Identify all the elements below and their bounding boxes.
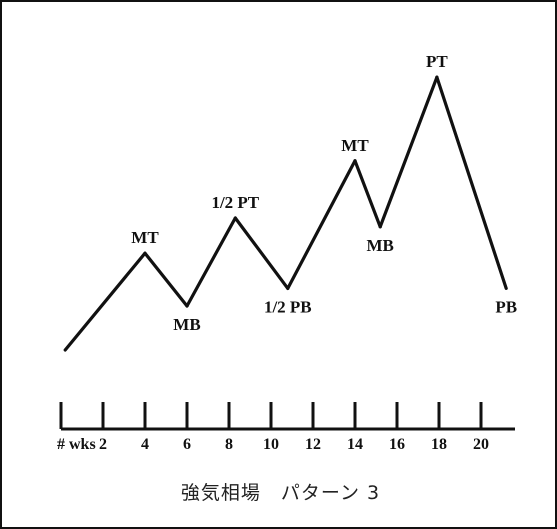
trough-label: 1/2 PB (264, 297, 312, 316)
trough-label: MB (367, 236, 394, 255)
x-tick-label: 4 (141, 436, 149, 453)
x-tick-label: 14 (347, 436, 363, 453)
series-segment (435, 75, 508, 290)
trough-label: MB (173, 315, 200, 334)
x-tick-label: 12 (305, 436, 321, 453)
peak-label: PT (426, 52, 448, 71)
chart-caption: 強気相場 パターン 3 (180, 482, 381, 504)
x-tick-label: 2 (99, 436, 107, 453)
series-segment (286, 159, 357, 290)
x-tick-label: 20 (473, 436, 489, 453)
x-tick-label: 18 (431, 436, 447, 453)
peak-label: MT (341, 136, 369, 155)
x-tick-label: 8 (225, 436, 233, 453)
trough-label: PB (495, 297, 517, 316)
x-tick-label: 10 (263, 436, 279, 453)
series-segment (185, 216, 237, 308)
series-segment (143, 251, 189, 308)
peak-label-layer: MT MB 1/2 PT 1/2 PB MT MB PT PB (131, 52, 517, 334)
series-layer (63, 75, 508, 352)
series-segment (378, 75, 439, 229)
x-tick-label: 16 (389, 436, 405, 453)
series-segment (233, 216, 290, 290)
x-axis-unit-label: # wks (57, 436, 96, 453)
series-segment (63, 251, 147, 352)
series-segment (353, 159, 382, 229)
peak-label: 1/2 PT (211, 193, 259, 212)
peak-label: MT (131, 228, 159, 247)
x-tick-label: 6 (183, 436, 191, 453)
